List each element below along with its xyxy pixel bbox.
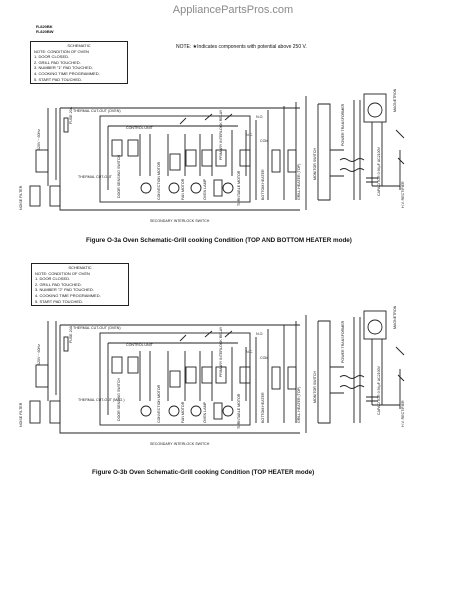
door-sensing-label: DOOR SENSING SWITCH — [117, 377, 121, 421]
door-sensing-label: DOOR SENSING SWITCH — [117, 154, 121, 198]
convection-motor-label: CONVECTION MOTOR — [157, 161, 161, 200]
thermal-cutout-oven-label: THERMAL CUT-OUT (OVEN) — [73, 109, 121, 113]
labels-b: THERMAL CUT-OUT (OVEN) CONTROL UNIT THER… — [19, 305, 405, 446]
labels-a: THERMAL CUT-OUT (OVEN) CONTROL UNIT THER… — [19, 88, 405, 223]
monitor-switch-label: MONITOR SWITCH — [313, 371, 317, 403]
oven-lamp-label: OVEN LAMP — [203, 178, 207, 200]
thermal-cutout-oven-label: THERMAL CUT-OUT (OVEN) — [73, 326, 121, 330]
primary-interlock-label: PRIMARY INTERLOCK RELAY — [219, 326, 223, 377]
power-transformer-label: POWER TRANSFORMER — [341, 320, 345, 363]
schematic-title: SCHEMATIC — [67, 43, 91, 48]
nc-label: N.C. — [246, 350, 253, 354]
control-unit-label: CONTROL UNIT — [126, 343, 154, 347]
condition-item: 4. COOKING TIME PROGRAMMED. — [35, 292, 101, 298]
oven-lamp-label: OVEN LAMP — [203, 401, 207, 423]
model-number: R-820BK — [36, 24, 53, 29]
figure-caption-a: Figure O-3a Oven Schematic-Grill cooking… — [86, 237, 352, 244]
bottom-heater-label: BOTTOM HEATER — [261, 392, 265, 423]
hv-rectifier-label: H.V. RECTIFIER — [401, 181, 405, 208]
condition-item: 1. DOOR CLOSED. — [35, 276, 71, 282]
condition-header: NOTE: CONDITION OF OVEN — [35, 270, 90, 276]
wiring-a — [29, 93, 405, 211]
schematic-b: THERMAL CUT-OUT (OVEN) CONTROL UNIT THER… — [19, 305, 405, 446]
com-label: COM — [260, 356, 268, 360]
figure-caption-b: Figure O-3b Oven Schematic-Grill cooking… — [92, 469, 315, 476]
turntable-motor-label: TURNTABLE MOTOR — [237, 393, 241, 429]
secondary-interlock-label: SECONDARY INTERLOCK SWITCH — [150, 442, 210, 446]
model-numbers: R-820BK R-820BW — [36, 24, 54, 34]
magnetron-label: MAGNETRON — [393, 305, 397, 329]
fuse-label: FUSE 20A — [69, 106, 73, 124]
fan-motor-label: FAN MOTOR — [181, 401, 185, 423]
secondary-interlock-label: SECONDARY INTERLOCK SWITCH — [150, 219, 210, 223]
magnetron-label: MAGNETRON — [393, 88, 397, 112]
voltage-note: NOTE: ★Indicates components with potenti… — [176, 44, 307, 50]
fuse-label: FUSE 20A — [69, 325, 73, 343]
condition-item: 4. COOKING TIME PROGRAMMED. — [34, 70, 100, 76]
condition-item: 2. GRILL PAD TOUCHED. — [34, 59, 81, 65]
fan-motor-label: FAN MOTOR — [181, 178, 185, 200]
nc-label: N.C. — [246, 133, 253, 137]
grill-heater-label: GRILL HEATER (TOP) — [297, 164, 301, 200]
condition-header: NOTE: CONDITION OF OVEN — [34, 48, 89, 54]
no-label: N.O. — [256, 115, 263, 119]
condition-box-a: SCHEMATIC NOTE: CONDITION OF OVEN 1. DOO… — [30, 41, 128, 85]
bottom-heater-label: BOTTOM HEATER — [261, 169, 265, 200]
monitor-switch-label: MONITOR SWITCH — [313, 148, 317, 180]
com-label: COM — [260, 139, 268, 143]
no-label: N.O. — [256, 332, 263, 336]
schematic-a: THERMAL CUT-OUT (OVEN) CONTROL UNIT THER… — [19, 88, 405, 223]
condition-item: 5. START PAD TOUCHED. — [34, 76, 83, 82]
primary-interlock-label: PRIMARY INTERLOCK RELAY — [219, 109, 223, 160]
schematic-title: SCHEMATIC — [68, 265, 92, 270]
power-transformer-label: POWER TRANSFORMER — [341, 103, 345, 146]
grill-heater-label: GRILL HEATER (TOP) — [297, 387, 301, 423]
condition-box-b: SCHEMATIC NOTE: CONDITION OF OVEN 1. DOO… — [31, 263, 129, 307]
hv-rectifier-label: H.V. RECTIFIER — [401, 400, 405, 427]
condition-item: 2. GRILL PAD TOUCHED. — [35, 281, 82, 287]
condition-item: 3. NUMBER "2" PAD TOUCHED. — [35, 287, 94, 293]
condition-item: 5. START PAD TOUCHED. — [35, 298, 84, 304]
thermal-cutout-mag-label: THERMAL CUT-OUT (MAG.) — [78, 398, 125, 402]
model-number: R-820BW — [36, 29, 54, 34]
thermal-cutout-mag-label: THERMAL CUT-OUT — [78, 175, 113, 179]
supply-label: 120V ~ 60Hz — [37, 344, 41, 365]
noise-filter-label: NOISE FILTER — [19, 402, 23, 427]
convection-motor-label: CONVECTION MOTOR — [157, 384, 161, 423]
wiring-b — [29, 310, 405, 434]
turntable-motor-label: TURNTABLE MOTOR — [237, 170, 241, 206]
capacitor-label: CAPACITOR 0.94μF AC2100V — [377, 146, 381, 196]
capacitor-label: CAPACITOR 0.94μF AC2100V — [377, 365, 381, 415]
condition-item: 3. NUMBER "1" PAD TOUCHED. — [34, 65, 93, 71]
site-watermark: AppliancePartsPros.com — [172, 4, 294, 16]
supply-label: 120V ~ 60Hz — [37, 129, 41, 150]
noise-filter-label: NOISE FILTER — [19, 185, 23, 210]
condition-item: 1. DOOR CLOSED. — [34, 54, 70, 60]
control-unit-label: CONTROL UNIT — [126, 126, 154, 130]
